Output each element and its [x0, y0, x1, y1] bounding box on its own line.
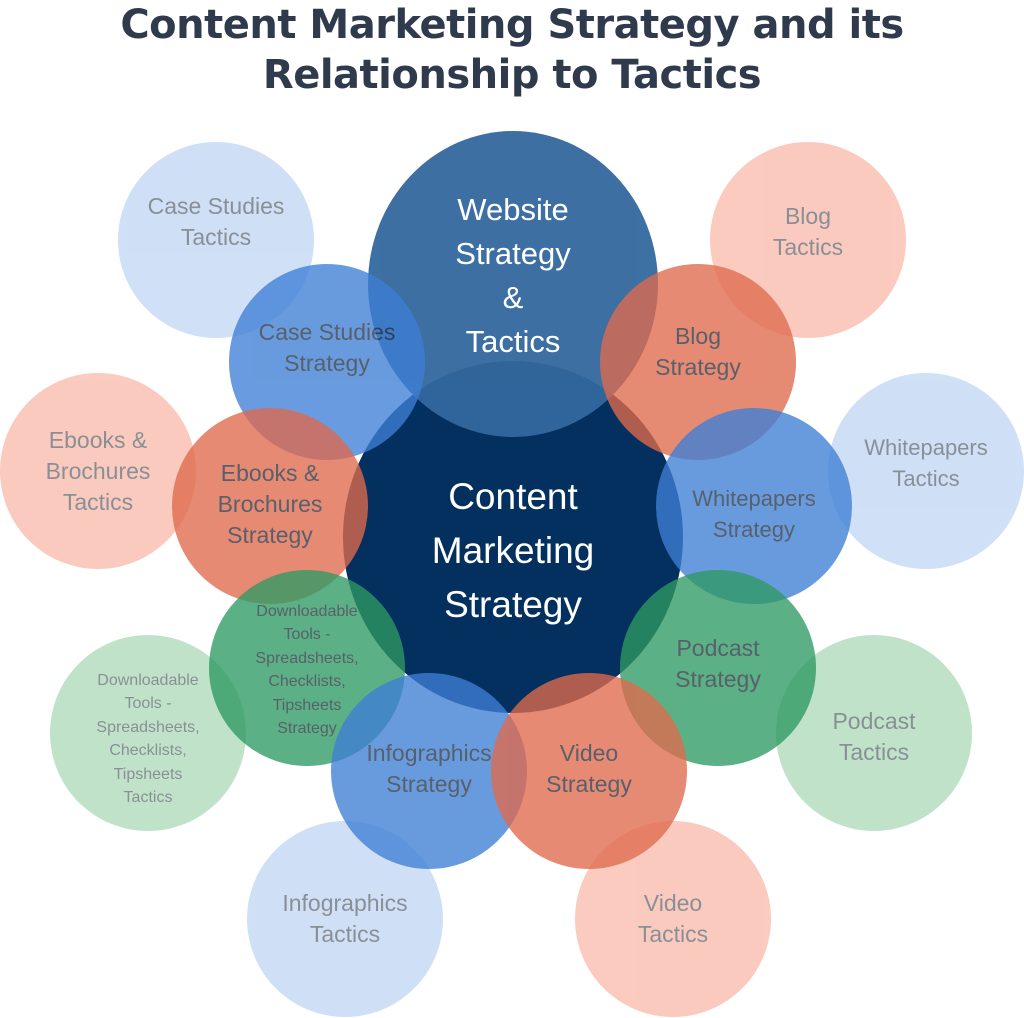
case-studies-strategy-label: Case Studies Strategy — [258, 319, 396, 376]
downloadable-tactics-circle: Downloadable Tools - Spreadsheets, Check… — [50, 635, 246, 831]
ebooks-tactics-circle: Ebooks & Brochures Tactics — [0, 373, 196, 569]
whitepapers-tactics-circle: Whitepapers Tactics — [828, 373, 1024, 569]
downloadable-strategy-label: Downloadable Tools - Spreadsheets, Check… — [255, 602, 359, 738]
downloadable-strategy-circle: Downloadable Tools - Spreadsheets, Check… — [209, 570, 405, 766]
downloadable-tactics-label: Downloadable Tools - Spreadsheets, Check… — [96, 671, 200, 807]
whitepapers-tactics-label: Whitepapers Tactics — [864, 435, 988, 491]
case-studies-tactics-label: Case Studies Tactics — [147, 193, 285, 250]
content-marketing-strategy-text-holder: Content Marketing Strategy — [343, 361, 683, 713]
diagram-title: Content Marketing Strategy and its Relat… — [0, 0, 1024, 100]
title-line-1: Content Marketing Strategy and its — [120, 2, 904, 48]
blog-tactics-label: Blog Tactics — [772, 203, 844, 260]
podcast-strategy-label: Podcast Strategy — [675, 635, 761, 692]
ebooks-tactics-label: Ebooks & Brochures Tactics — [45, 426, 151, 515]
video-strategy-circle: Video Strategy — [491, 673, 687, 869]
whitepapers-strategy-circle: Whitepapers Strategy — [656, 408, 852, 604]
infographics-strategy-label: Infographics Strategy — [366, 740, 492, 797]
ebooks-strategy-circle: Ebooks & Brochures Strategy — [172, 408, 368, 604]
title-line-2: Relationship to Tactics — [262, 52, 762, 98]
ebooks-strategy-label: Ebooks & Brochures Strategy — [217, 459, 323, 548]
podcast-tactics-label: Podcast Tactics — [832, 708, 916, 765]
blog-strategy-label: Blog Strategy — [655, 323, 741, 380]
whitepapers-strategy-label: Whitepapers Strategy — [692, 486, 816, 542]
infographics-tactics-label: Infographics Tactics — [282, 890, 408, 947]
content-marketing-strategy-label: Content Marketing Strategy — [431, 476, 595, 625]
video-strategy-label: Video Strategy — [546, 740, 632, 797]
video-tactics-label: Video Tactics — [637, 890, 709, 947]
website-strategy-label: Website Strategy & Tactics — [455, 192, 571, 359]
